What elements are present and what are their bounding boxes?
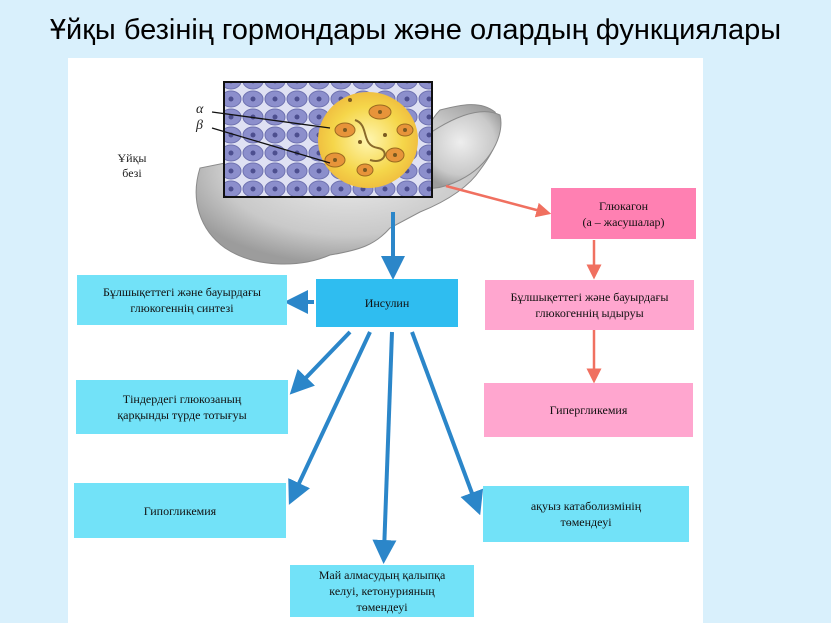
glycogen-breakdown-line1: Бұлшықеттегі және бауырдағы [510, 290, 669, 304]
arrow-insulin-to-glucose-oxidation [289, 330, 352, 395]
hyperglycemia-node: Гипергликемия [484, 383, 693, 437]
fat-metabolism-line2: келуі, кетонурияның [329, 584, 435, 598]
organ-label: Ұйқы безі [112, 151, 152, 181]
glucagon-label-line1: Глюкагон [598, 198, 648, 213]
beta-cell-label: β [196, 118, 203, 133]
protein-catabolism-line1: ақуыз катаболизмінің [530, 499, 642, 513]
protein-catabolism-line2: төмендеуі [560, 515, 612, 529]
arrow-insulin-to-protein-catabolism [410, 331, 484, 516]
arrow-islet-to-glucagon [445, 184, 552, 218]
glycogen-breakdown-node: Бұлшықеттегі және бауырдағы глюкогеннің … [485, 280, 694, 330]
fat-metabolism-line1: Май алмасудың қалыпқа [318, 568, 446, 582]
glycogen-synthesis-line1: Бұлшықеттегі және бауырдағы [103, 285, 261, 299]
organ-label-line2: безі [122, 166, 142, 180]
hyperglycemia-label: Гипергликемия [549, 403, 628, 417]
glycogen-synthesis-node: Бұлшықеттегі және бауырдағы глюкогеннің … [77, 275, 287, 325]
organ-label-line1: Ұйқы [117, 151, 147, 165]
arrow-insulin-to-fat-metabolism [372, 331, 397, 564]
page-title: Ұйқы безінің гормондары және олардың фун… [49, 14, 782, 46]
glycogen-breakdown-line2: глюкогеннің ыдыруы [535, 306, 644, 320]
protein-catabolism-node: ақуыз катаболизмінің төмендеуі [483, 486, 689, 542]
glucagon-label-line2: (а – жасушалар) [582, 214, 665, 229]
beta-pointer [211, 127, 331, 164]
arrow-insulin-to-hypoglycemia [288, 331, 372, 505]
fat-metabolism-line3: төмендеуі [356, 600, 408, 614]
glycogen-synthesis-line2: глюкогеннің синтезі [130, 301, 234, 315]
fat-metabolism-node: Май алмасудың қалыпқа келуі, кетонурияны… [290, 565, 474, 617]
hypoglycemia-node: Гипогликемия [74, 483, 286, 538]
hypoglycemia-label: Гипогликемия [143, 503, 217, 518]
alpha-cell-label: α [196, 102, 204, 117]
insulin-node: Инсулин [316, 279, 458, 327]
glucose-oxidation-line1: Тіндердегі глюкозаның [122, 392, 242, 406]
glucose-oxidation-line2: қарқынды түрде тотығуы [117, 408, 247, 422]
glucagon-node: Глюкагон (а – жасушалар) [551, 188, 696, 239]
alpha-pointer [211, 111, 331, 129]
glucose-oxidation-node: Тіндердегі глюкозаның қарқынды түрде тот… [76, 380, 288, 434]
insulin-label: Инсулин [364, 296, 410, 310]
